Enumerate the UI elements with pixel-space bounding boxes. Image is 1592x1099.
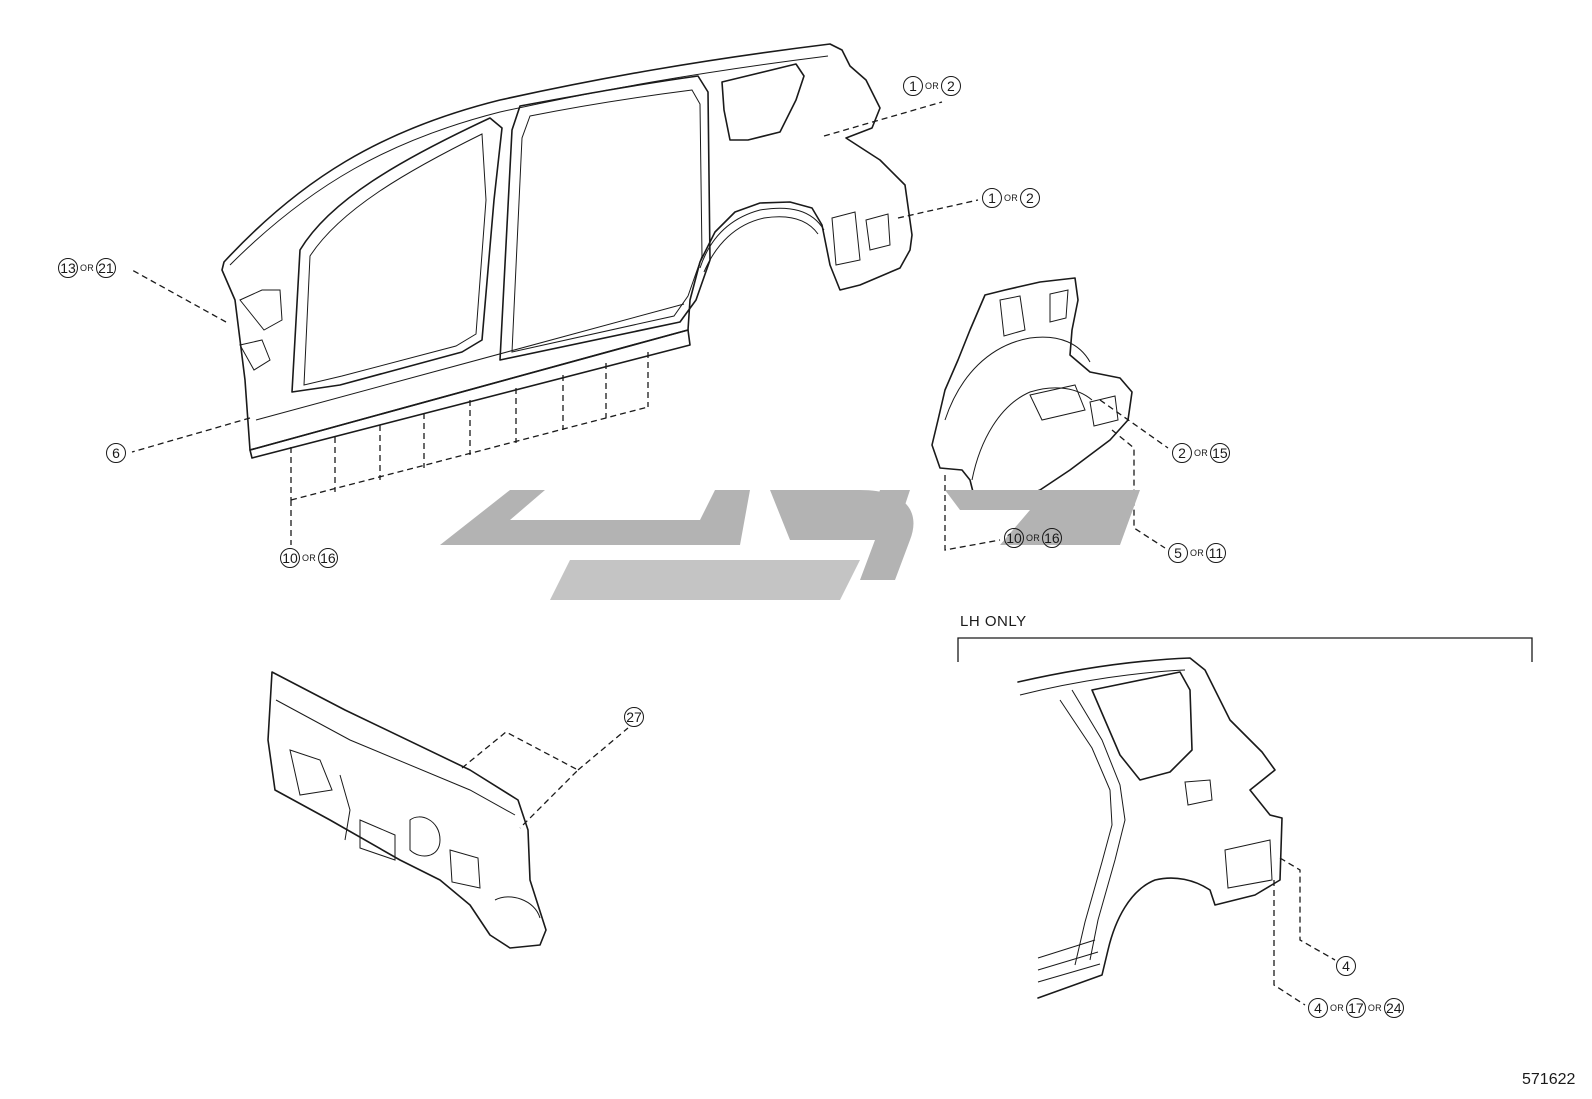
callout-number: 16 — [317, 548, 338, 568]
rear-wheelhouse-inner-panel — [931, 277, 1133, 506]
body-side-outer-panel — [221, 43, 913, 459]
callout-number: 4 — [1308, 998, 1328, 1018]
callout-or: OR — [1194, 448, 1208, 458]
callout-a-pillar: 13 OR 21 — [58, 258, 116, 278]
callout-number: 1 — [982, 188, 1002, 208]
wheelhouse-reference-lines — [944, 399, 1169, 551]
callout-wheelhouse-rear: 5 OR 11 — [1168, 543, 1226, 563]
illustration-code: 571622 — [1522, 1071, 1576, 1088]
callout-number: 27 — [624, 707, 644, 727]
callout-or: OR — [302, 553, 316, 563]
callout-lh-quarter-triple: 4 OR 17 OR 24 — [1308, 998, 1404, 1018]
callout-or: OR — [80, 263, 94, 273]
callout-number: 2 — [1172, 443, 1192, 463]
callout-or: OR — [1026, 533, 1040, 543]
callout-number: 10 — [280, 548, 300, 568]
callout-number: 4 — [1336, 956, 1356, 976]
callout-leader-lines — [131, 101, 979, 453]
callout-wheelhouse-bottom: 10 OR 16 — [1004, 528, 1062, 548]
callout-number: 1 — [903, 76, 923, 96]
callout-dash-panel: 27 — [624, 707, 644, 727]
callout-rocker-bottom: 10 OR 16 — [280, 548, 338, 568]
lh-quarter-reference-lines — [1273, 857, 1336, 1006]
dash-reference-lines — [461, 727, 629, 829]
callout-or: OR — [1190, 548, 1204, 558]
callout-or: OR — [1004, 193, 1018, 203]
callout-number: 11 — [1205, 543, 1226, 563]
callout-lh-quarter-single: 4 — [1336, 956, 1356, 976]
callout-or: OR — [1367, 1003, 1382, 1013]
callout-number: 15 — [1209, 443, 1230, 463]
lh-quarter-panel — [1017, 657, 1283, 999]
callout-number: 6 — [106, 443, 126, 463]
callout-or: OR — [925, 81, 939, 91]
dash-panel — [267, 671, 547, 949]
callout-number: 21 — [95, 258, 116, 278]
callout-rocker-front: 6 — [106, 443, 126, 463]
callout-number: 16 — [1041, 528, 1062, 548]
logo-watermark — [440, 490, 1140, 600]
callout-number: 13 — [58, 258, 78, 278]
lh-only-bracket — [957, 637, 1533, 662]
callout-number: 10 — [1004, 528, 1024, 548]
callout-number: 2 — [940, 76, 961, 96]
callout-wheelhouse-upper: 2 OR 15 — [1172, 443, 1230, 463]
callout-roof-upper: 1 OR 2 — [903, 76, 961, 96]
callout-quarter-mid: 1 OR 2 — [982, 188, 1040, 208]
callout-or: OR — [1330, 1003, 1344, 1013]
lh-only-label: LH ONLY — [960, 613, 1027, 630]
rocker-reference-lines — [290, 352, 649, 545]
callout-number: 5 — [1168, 543, 1188, 563]
callout-number: 24 — [1383, 998, 1404, 1018]
callout-number: 17 — [1345, 998, 1366, 1018]
callout-number: 2 — [1019, 188, 1040, 208]
